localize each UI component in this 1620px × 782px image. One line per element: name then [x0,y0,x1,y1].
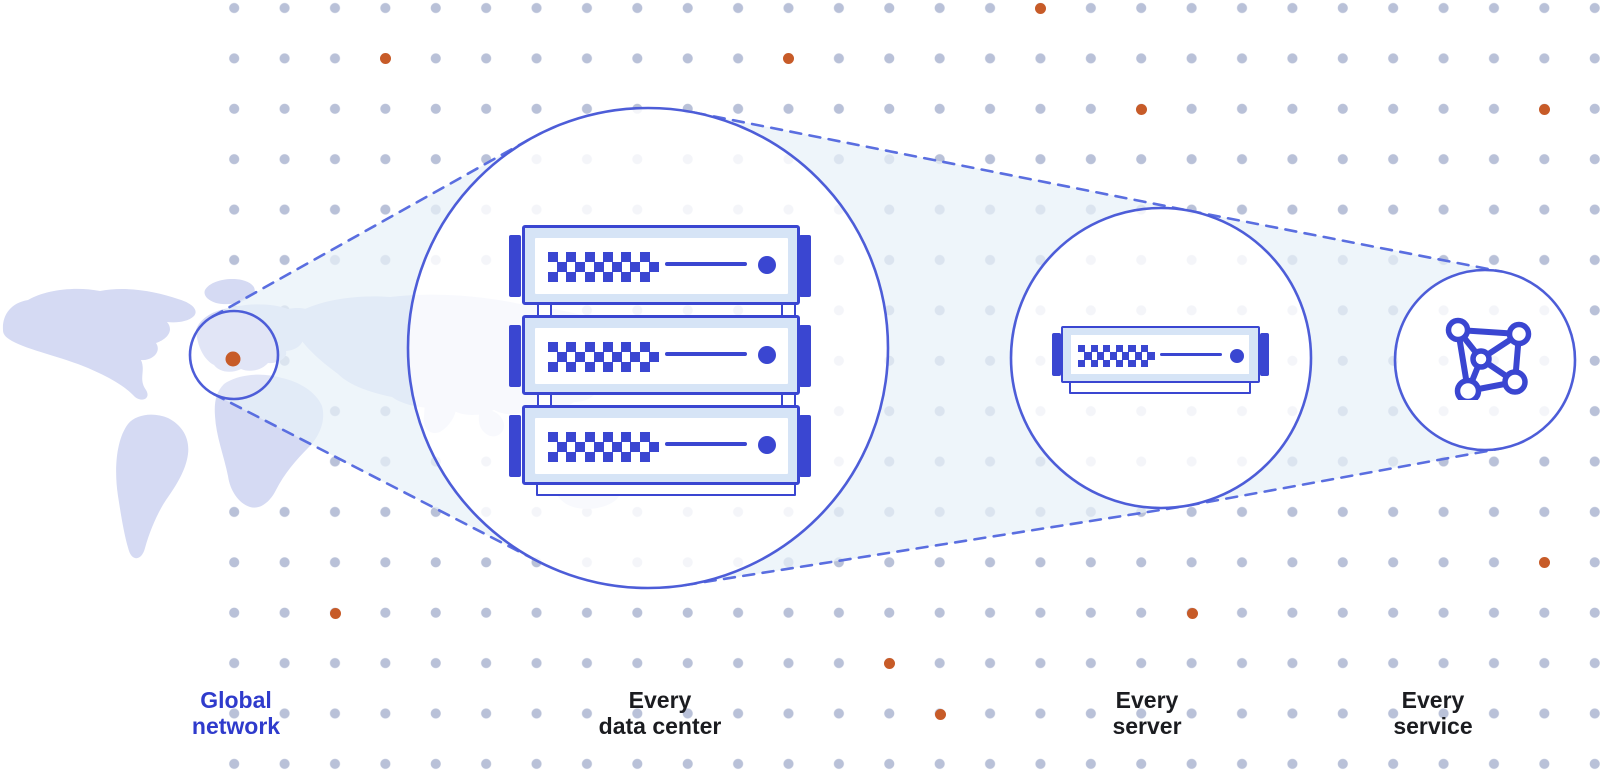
power-led-icon [758,436,776,454]
rack-ear-icon [799,325,811,387]
server-unit [509,225,811,305]
label-line: Every [628,687,692,713]
vent-dot-matrix-icon [548,342,660,372]
label-line: network [191,713,281,739]
rack-ear-icon [509,235,521,297]
power-led-icon [1230,349,1244,363]
mesh-node [1445,317,1471,343]
single-server-icon [1052,326,1270,396]
service-mesh-icon [1445,317,1532,400]
orange-dot [1186,607,1198,619]
label-every-data-center: Every data center [599,687,722,739]
label-line: Every [1115,687,1179,713]
label-line: Global [200,687,272,713]
rack-ear-icon [1260,333,1269,376]
mesh-node [1454,377,1482,400]
label-line: data center [598,713,722,739]
vent-dot-matrix-icon [1078,345,1155,367]
orange-dot [1538,556,1550,568]
power-led-icon [758,256,776,274]
label-line: server [1112,713,1182,739]
rack-ear-icon [509,325,521,387]
label-every-server: Every server [1112,687,1181,739]
label-line: Every [1401,687,1465,713]
orange-dot [1538,103,1550,115]
orange-dot [782,52,794,64]
rack-ear-icon [799,235,811,297]
status-line-icon [665,352,747,356]
server-unit [509,405,811,485]
status-line-icon [665,262,747,266]
orange-dot [379,52,391,64]
background-dot-grid [209,0,1620,782]
server-unit [509,315,811,395]
status-line-icon [665,442,747,446]
mesh-node [1502,369,1528,395]
orange-dot [329,607,341,619]
orange-dot [883,657,895,669]
orange-dot [934,708,946,720]
label-every-service: Every service [1393,687,1472,739]
orange-dot [1034,2,1046,14]
rack-ear-icon [1052,333,1061,376]
label-line: service [1393,713,1473,739]
mesh-node [1506,321,1532,347]
rack-ear-icon [509,415,521,477]
rack-ear-icon [799,415,811,477]
vent-dot-matrix-icon [548,432,660,462]
orange-dot [1135,103,1147,115]
power-led-icon [758,346,776,364]
status-line-icon [1160,353,1222,356]
mesh-node [1470,348,1492,370]
vent-dot-matrix-icon [548,252,660,282]
label-global-network: Global network [192,687,280,739]
data-center-rack-icon [509,225,811,497]
